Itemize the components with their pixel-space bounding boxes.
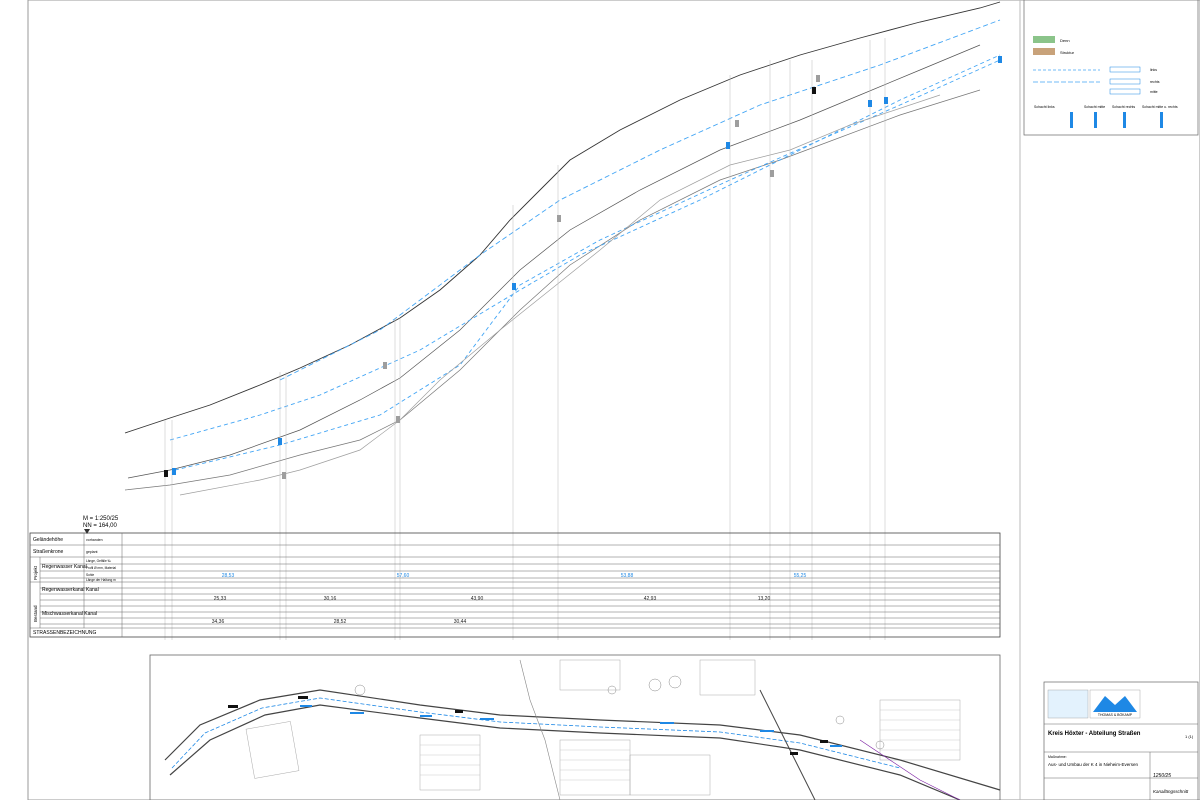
row-gelaendehoehe: Geländehöhe bbox=[33, 537, 63, 543]
road-corridor bbox=[164, 689, 1001, 791]
bestand-rw-length-2: 30,16 bbox=[324, 596, 337, 602]
canal-line-blue-3 bbox=[279, 19, 1001, 381]
row-regenwasserkanal-kanal: Regenwasserkanal Kanal bbox=[42, 587, 99, 593]
legend-mitte: mitte bbox=[1150, 90, 1158, 94]
measure-text: Aus- und Umbau der K 4 in Nieheim-Everse… bbox=[1048, 762, 1139, 767]
legend-shaft-icons bbox=[1070, 112, 1163, 128]
profile-area bbox=[124, 1, 1002, 640]
group-bestand: Bestand bbox=[33, 605, 38, 622]
legend-schacht-rechts: Schacht rechts bbox=[1112, 105, 1135, 109]
profile-band-table: Geländehöhe vorhanden Straßenkrone gepla… bbox=[29, 532, 1001, 638]
legend-schacht-mitte-rechts: Schacht mitte u. rechts bbox=[1142, 105, 1178, 109]
legend-panel: Denn Struktur links rechts mitte Schacht… bbox=[1023, 0, 1199, 136]
legend-schacht-links: Schacht links bbox=[1034, 105, 1055, 109]
legend-swatch-green bbox=[1033, 36, 1055, 43]
projekt-length-4: 55,25 bbox=[794, 573, 807, 579]
ground-line bbox=[124, 1, 1001, 434]
shaft-markers bbox=[164, 56, 1002, 479]
road-line-top bbox=[127, 44, 981, 479]
plan-title: Kanallängsschnitt bbox=[1153, 789, 1189, 794]
existing-canal-gray bbox=[179, 94, 941, 496]
row-profil: Profil Ø mm, Material bbox=[86, 566, 116, 570]
row-vorhanden: vorhanden bbox=[86, 538, 103, 542]
legend-schacht-mitte: Schacht mitte bbox=[1084, 105, 1105, 109]
row-mischwasserkanal-kanal: Mischwasserkanal Kanal bbox=[42, 611, 97, 617]
legend-swatch-brown bbox=[1033, 48, 1055, 55]
row-laenge-haltung: Länge der Haltung m bbox=[86, 578, 116, 582]
road-line-bottom bbox=[124, 89, 981, 491]
scale-datum: NN = 164,00 bbox=[83, 523, 118, 529]
legend-links: links bbox=[1150, 68, 1157, 72]
firm-logo-icon bbox=[1093, 696, 1137, 712]
bestand-rw-length-5: 13,20 bbox=[758, 596, 771, 602]
legend-rechts: rechts bbox=[1150, 80, 1160, 84]
bestand-mw-length-3: 30,44 bbox=[454, 619, 467, 625]
row-regenwasser-kanal: Regenwasser Kanal bbox=[42, 564, 87, 570]
group-projekt: Projekt bbox=[33, 565, 38, 580]
station-guides bbox=[164, 38, 886, 640]
plan-number: 1250/25 bbox=[1153, 773, 1171, 779]
bestand-mw-length-2: 28,52 bbox=[334, 619, 347, 625]
scale-ratio: M = 1:250/25 bbox=[83, 516, 119, 522]
measure-label: Maßnahme: bbox=[1048, 755, 1067, 759]
legend-dienn: Denn bbox=[1060, 38, 1070, 43]
row-geplant: geplant bbox=[86, 550, 98, 554]
bestand-rw-length-4: 42,93 bbox=[644, 596, 657, 602]
bestand-rw-length-3: 43,90 bbox=[471, 596, 484, 602]
site-plan bbox=[149, 654, 1001, 801]
sheet-number: 1 (1) bbox=[1185, 734, 1194, 739]
firm-name: THOMAS & BÖKAMP bbox=[1098, 713, 1133, 717]
row-laenge-gefaelle: Länge, Gefälle ‰ bbox=[86, 559, 112, 563]
legend-struktur: Struktur bbox=[1060, 50, 1075, 55]
client-name: Kreis Höxter - Abteilung Straßen bbox=[1048, 731, 1141, 737]
bestand-mw-length-1: 34,36 bbox=[212, 619, 225, 625]
canal-line-blue-2 bbox=[174, 59, 1001, 471]
row-strassenkrone: Straßenkrone bbox=[33, 549, 64, 555]
projekt-length-3: 53,88 bbox=[621, 573, 634, 579]
canal-line-blue-1 bbox=[169, 54, 1001, 441]
title-block: THOMAS & BÖKAMP Kreis Höxter - Abteilung… bbox=[1043, 681, 1199, 801]
row-sohle: Sohle bbox=[86, 573, 94, 577]
projekt-length-2: 57,60 bbox=[397, 573, 410, 579]
datum-marker-icon bbox=[84, 529, 90, 534]
bestand-rw-length-1: 25,33 bbox=[214, 596, 227, 602]
row-strassenbezeichnung: STRASSENBEZEICHNUNG bbox=[33, 630, 96, 636]
projekt-length-1: 28,53 bbox=[222, 573, 235, 579]
